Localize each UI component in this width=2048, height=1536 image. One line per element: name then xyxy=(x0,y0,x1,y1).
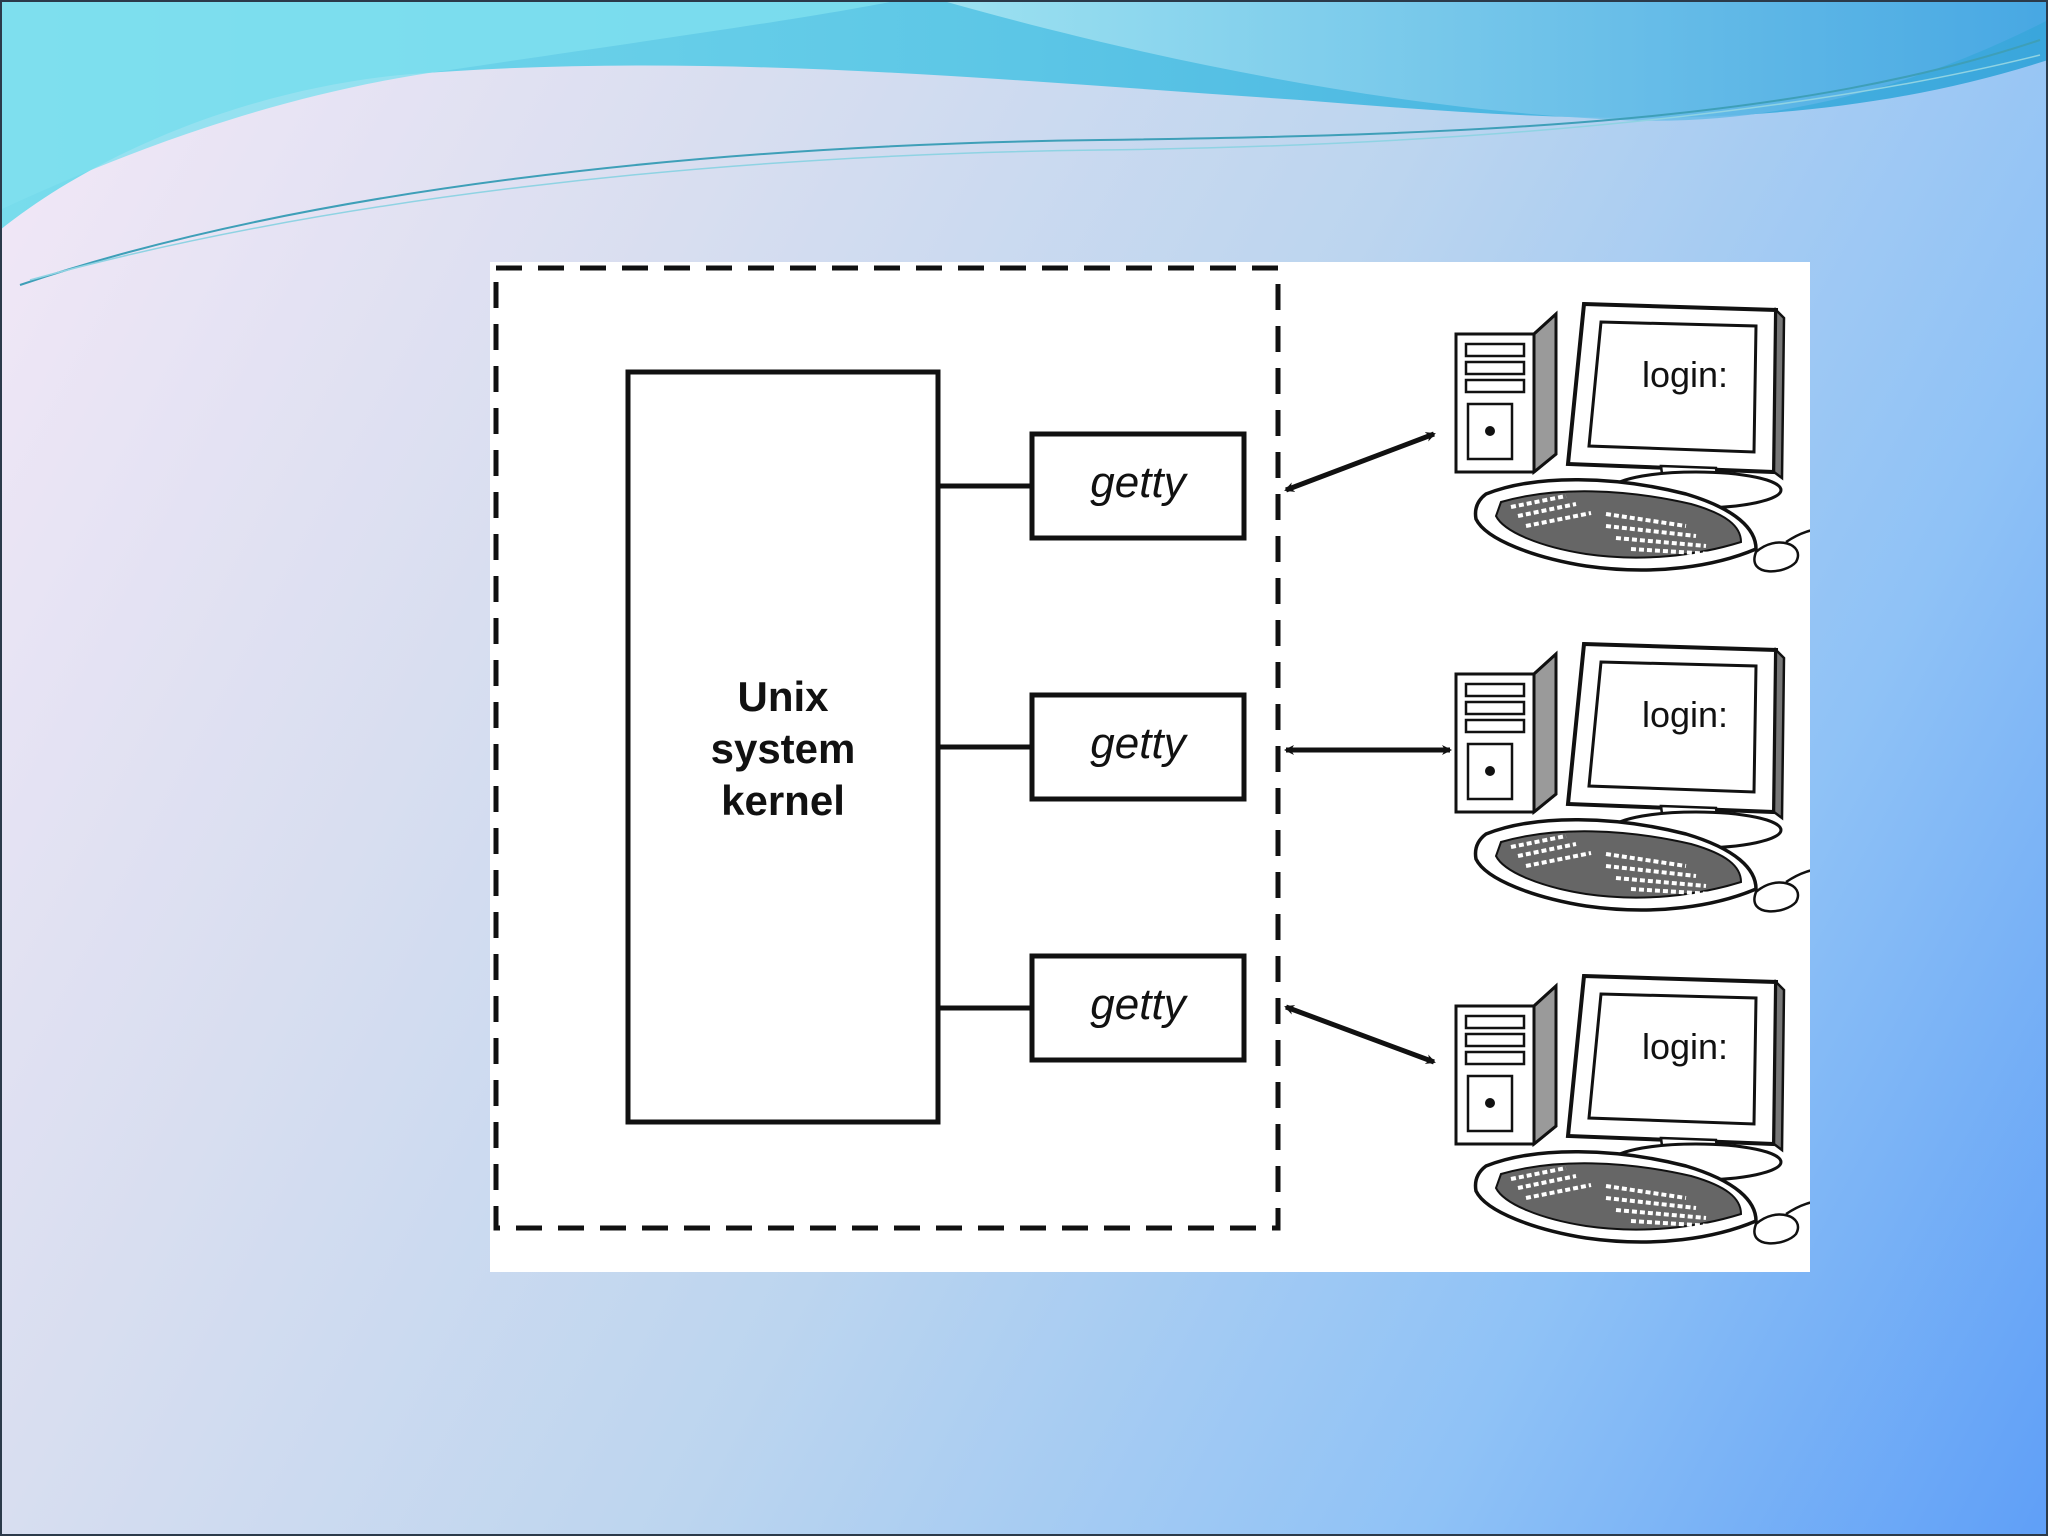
getty-box xyxy=(1029,431,1247,541)
computer-terminal-icon xyxy=(1454,302,1810,574)
computer-terminal-icon xyxy=(1454,642,1810,914)
terminal-login-diagram: Unix system kernel getty getty getty log… xyxy=(490,262,1810,1272)
getty-label: getty xyxy=(1090,458,1186,507)
double-arrow-icon xyxy=(1284,1004,1436,1065)
kernel-label-line: system xyxy=(710,725,856,772)
kernel-label-line: Unix xyxy=(737,673,829,720)
kernel-label: Unix system kernel xyxy=(628,671,938,827)
getty-box xyxy=(1029,692,1247,802)
getty-label: getty xyxy=(1090,980,1186,1029)
system-boundary xyxy=(493,265,1281,1231)
diagram-drawing xyxy=(493,265,1810,1246)
getty-box xyxy=(1029,953,1247,1063)
kernel-label-line: kernel xyxy=(721,777,845,824)
getty-label: getty xyxy=(1090,719,1186,768)
wave-decoration xyxy=(0,0,2048,286)
login-prompt: login: xyxy=(1641,694,1729,735)
kernel-box xyxy=(625,369,941,1125)
computer-terminal-icon xyxy=(1454,974,1810,1246)
double-arrow-icon xyxy=(1284,431,1436,493)
login-prompt: login: xyxy=(1641,1026,1729,1067)
login-prompt: login: xyxy=(1641,354,1729,395)
